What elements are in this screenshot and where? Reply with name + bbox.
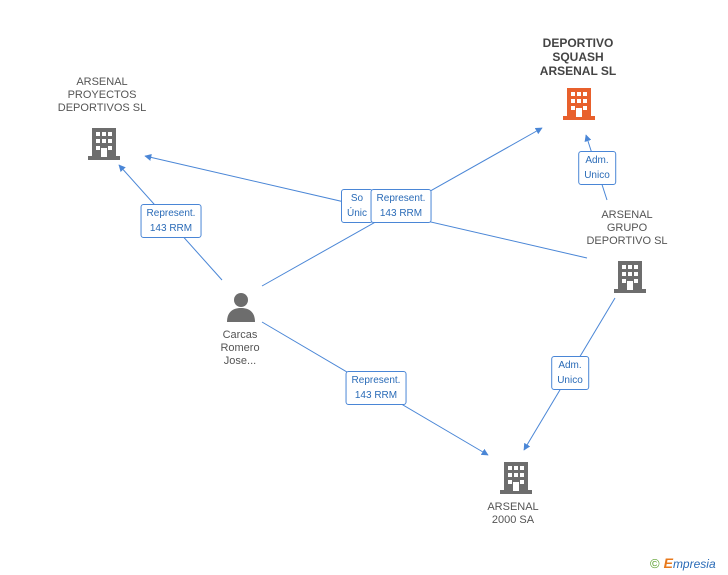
copyright-icon: © [650,555,660,571]
building-icon [614,261,646,293]
node-label-arsenal-proyectos[interactable]: ARSENAL PROYECTOS DEPORTIVOS SL [57,76,147,114]
person-icon [227,293,255,322]
building-icon [500,462,532,494]
building-icon [88,128,120,160]
node-label-carcas[interactable]: Carcas Romero Jose... [220,329,260,367]
edge-label-adm-unico: Adm. Unico [551,356,589,390]
edge-label-represent: Represent. 143 RRM [370,189,432,223]
edges [118,127,616,456]
node-label-deportivo-squash[interactable]: DEPORTIVO SQUASH ARSENAL SL [539,36,617,78]
edge-label-adm-unico: Adm. Unico [578,151,616,185]
edge-label-represent: Represent. 143 RRM [140,204,202,238]
node-label-arsenal-2000[interactable]: ARSENAL 2000 SA [487,501,539,526]
brand-logo: © Empresia [650,555,716,571]
edge-label-represent: Represent. 143 RRM [345,371,407,405]
edge-label-socio-unico: So Únic [340,189,374,223]
node-label-arsenal-grupo[interactable]: ARSENAL GRUPO DEPORTIVO SL [586,209,668,247]
building-icon [563,88,595,120]
